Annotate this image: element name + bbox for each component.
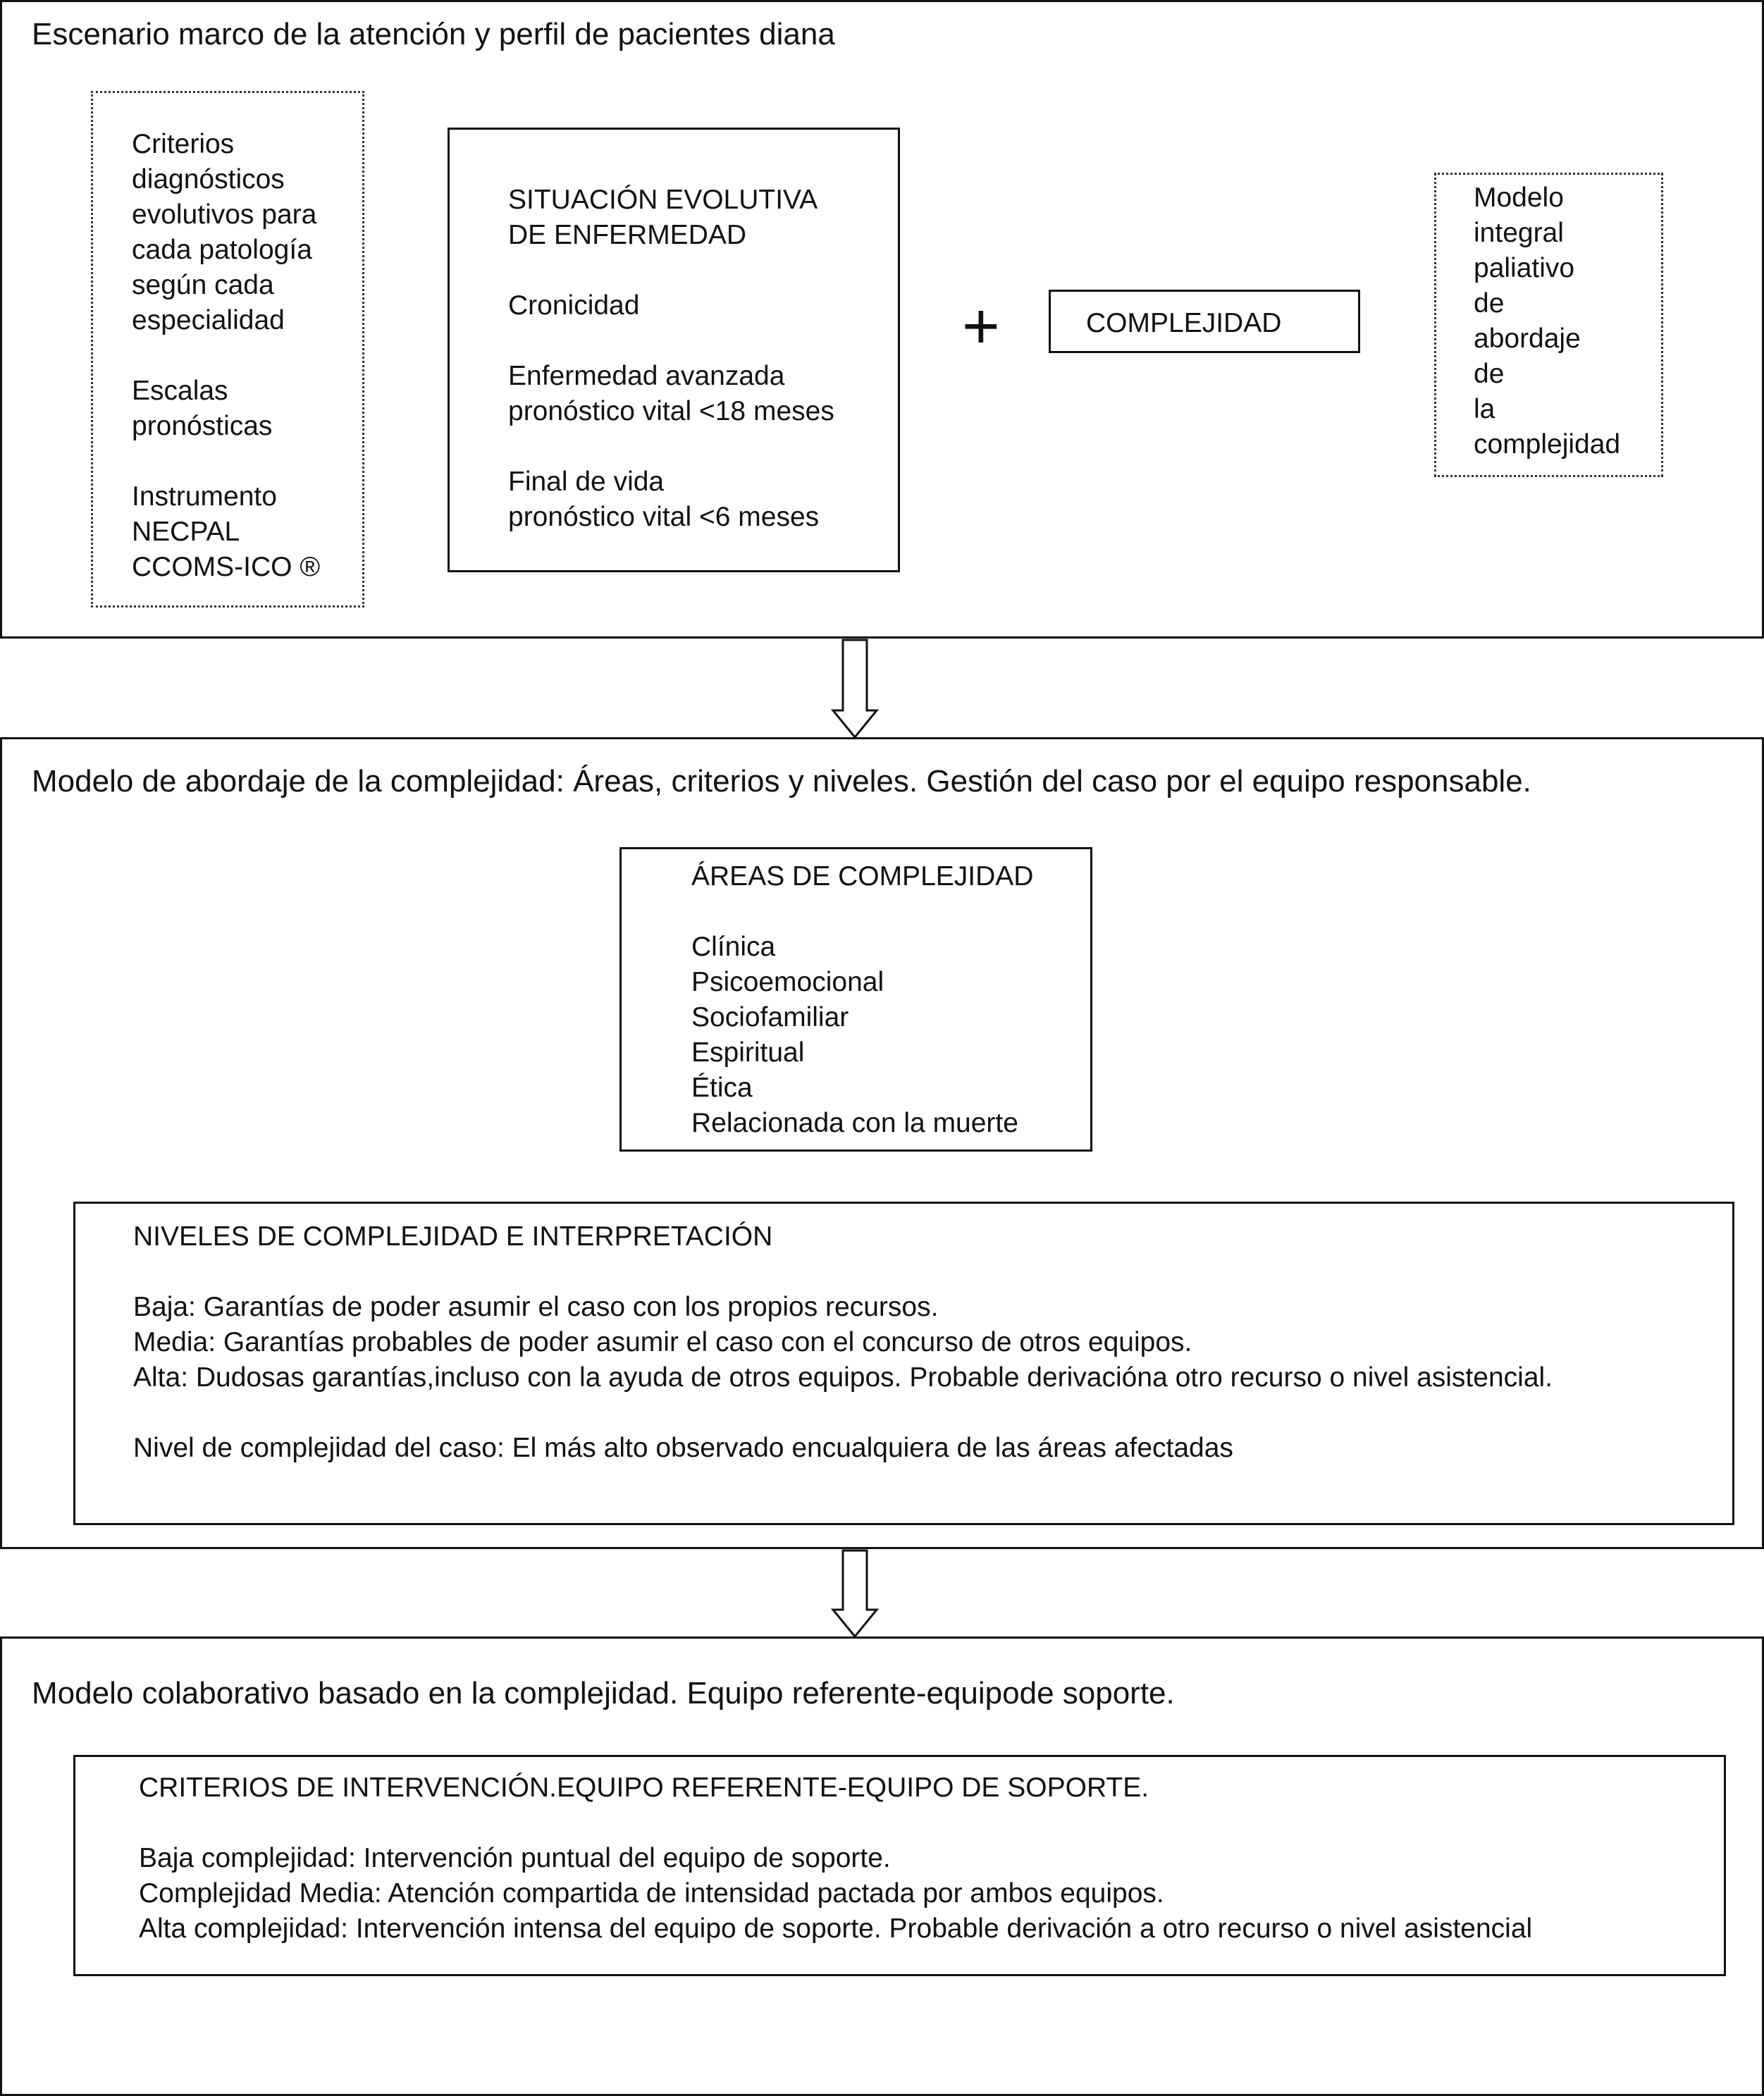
levels-box: NIVELES DE COMPLEJIDAD E INTERPRETACIÓN B… [73,1202,1734,1525]
text-line: paliativo [1474,253,1575,283]
text-line: Escalas [132,376,228,406]
text-line: Clínica [691,932,776,962]
text-line: Final de vida [508,467,665,497]
text-line: Media: Garantías probables de poder asum… [133,1327,1192,1357]
panel-complexity-model-title: Modelo de abordaje de la complejidad: Ár… [32,764,1531,799]
text-line: DE ENFERMEDAD [508,220,747,250]
situation-list: SITUACIÓN EVOLUTIVA DE ENFERMEDAD Cronicid… [508,183,834,535]
text-line [132,444,320,479]
text-line: según cada [132,270,274,300]
panel-complexity-model: Modelo de abordaje de la complejidad: Ár… [0,737,1764,1549]
text-line: diagnósticos [132,164,285,195]
text-line: Baja: Garantías de poder asumir el caso … [133,1292,939,1322]
text-line: especialidad [132,305,285,335]
text-line: Instrumento [132,481,277,512]
text-line: Alta complejidad: Intervención intensa d… [139,1913,1533,1944]
text-line: SITUACIÓN EVOLUTIVA [508,185,818,215]
text-line: Criterios [132,129,235,159]
text-line: Espiritual [691,1037,805,1068]
text-line: Ética [691,1073,753,1103]
levels-list: NIVELES DE COMPLEJIDAD E INTERPRETACIÓN B… [133,1219,1553,1466]
text-line: Nivel de complejidad del caso: El más al… [133,1433,1233,1463]
plus-sign: + [962,290,1000,362]
criteria-list: Criterios diagnósticos evolutivos para cada… [132,127,320,585]
text-line: NIVELES DE COMPLEJIDAD E INTERPRETACIÓN [133,1221,773,1252]
model-box: Modelo integral paliativo de abordaje de la com… [1434,173,1663,477]
text-line: NECPAL [132,517,240,547]
text-line: ÁREAS DE COMPLEJIDAD [691,861,1034,892]
text-line: Alta: Dudosas garantías,incluso con la a… [133,1362,1553,1393]
text-line: pronóstico vital <18 meses [508,396,834,426]
intervention-list: CRITERIOS DE INTERVENCIÓN.EQUIPO REFEREN… [139,1770,1532,1947]
panel-collaborative-model-title: Modelo colaborativo basado en la complej… [32,1676,1175,1710]
panel-collaborative-model: Modelo colaborativo basado en la complej… [0,1636,1764,2096]
text-line: CCOMS-ICO ® [132,552,321,582]
text-line [508,253,834,288]
text-line: la [1474,394,1495,424]
text-line [133,1395,1553,1431]
text-line: Sociofamiliar [691,1002,849,1032]
text-line: Cronicidad [508,290,640,321]
text-line: pronóstico vital <6 meses [508,502,820,532]
text-line: integral [1474,218,1564,248]
text-line [139,1806,1532,1841]
intervention-box: CRITERIOS DE INTERVENCIÓN.EQUIPO REFEREN… [73,1755,1726,1976]
text-line: Enfermedad avanzada [508,361,785,391]
text-line: cada patología [132,235,312,265]
text-line: de [1474,359,1505,389]
text-line: complejidad [1474,429,1621,460]
text-line: Psicoemocional [691,967,884,997]
text-line [133,1254,1553,1290]
text-line: pronósticas [132,411,273,441]
text-line [508,429,834,464]
criteria-box: Criterios diagnósticos evolutivos para cada… [91,91,364,608]
text-line: Baja complejidad: Intervención puntual d… [139,1843,891,1873]
text-line: evolutivos para [132,199,317,230]
complexity-box: COMPLEJIDAD [1049,290,1360,353]
text-line [132,338,320,374]
text-line: Complejidad Media: Atención compartida d… [139,1878,1164,1909]
down-arrow-1 [830,639,880,739]
model-list: Modelo integral paliativo de abordaje de la com… [1474,180,1620,462]
complexity-label: COMPLEJIDAD [1086,308,1282,338]
text-line: abordaje [1474,323,1581,354]
text-line [691,894,1033,930]
text-line: Relacionada con la muerte [691,1108,1018,1138]
text-line [508,323,834,359]
text-line: Modelo [1474,183,1564,213]
situation-box: SITUACIÓN EVOLUTIVA DE ENFERMEDAD Cronicid… [448,128,900,572]
down-arrow-2 [830,1549,880,1639]
text-line: de [1474,288,1505,319]
panel-scenario-title: Escenario marco de la atención y perfil … [32,17,835,51]
text-line: CRITERIOS DE INTERVENCIÓN.EQUIPO REFEREN… [139,1773,1149,1803]
panel-scenario: Escenario marco de la atención y perfil … [0,0,1764,639]
